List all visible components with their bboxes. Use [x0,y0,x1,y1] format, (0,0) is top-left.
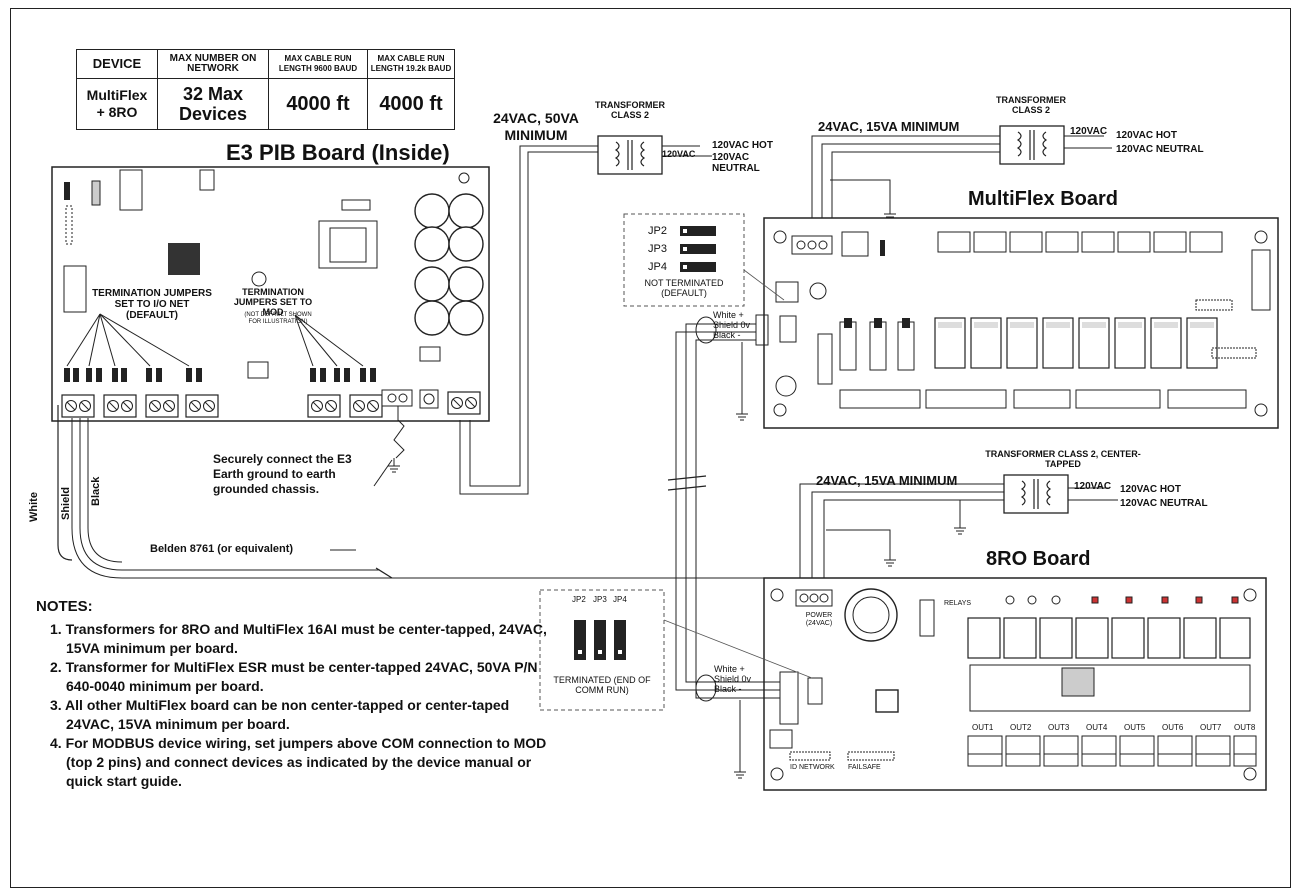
notes-section: NOTES: 1. Transformers for 8RO and Multi… [36,597,556,791]
table-header: DEVICE [76,49,158,79]
e3-pib-board [51,166,490,422]
out1-label: OUT1 [972,723,994,732]
jp2-label: JP2 [648,225,667,237]
table-cell: MultiFlex + 8RO [76,78,158,130]
table-cell: 32 Max Devices [157,78,269,130]
out2-label: OUT2 [1010,723,1032,732]
termination-mod-note: (NOT DEFAULT SHOWN FOR ILLUSTRATION) [244,312,312,325]
transformer1-label: TRANSFORMER CLASS 2 [595,100,665,120]
transformer2-secondary: 24VAC, 15VA MINIMUM [818,119,960,134]
8ro-board [763,577,1267,791]
note-item: 3. All other MultiFlex board can be non … [50,697,510,732]
transformer3-label: TRANSFORMER CLASS 2, CENTER-TAPPED [985,449,1141,469]
jp4-label: JP4 [648,261,667,273]
8ro-relays-label: RELAYS [944,600,972,607]
ro-jp4-label: JP4 [613,595,627,604]
cable-shield-label: Shield [60,486,72,520]
out8-label: OUT8 [1234,723,1256,732]
transformer3-hot: 120VAC HOT [1120,484,1181,495]
earth-ground-note: Securely connect the E3 Earth ground to … [213,452,352,496]
transformer2-primary: 120VAC [1070,126,1108,137]
8ro-title: 8RO Board [986,548,1091,570]
ro-white-label: White + [714,664,745,674]
device-limits-table: DEVICE MAX NUMBER ON NETWORK MAX CABLE R… [76,49,455,130]
termination-io-net-label: TERMINATION JUMPERS SET TO I/O NET (DEFA… [92,288,212,321]
transformer3-neutral: 120VAC NEUTRAL [1120,498,1208,509]
cable-type-label: Belden 8761 (or equivalent) [150,543,294,555]
note-item: 1. Transformers for 8RO and MultiFlex 16… [50,621,547,656]
note-item: 4. For MODBUS device wiring, set jumpers… [50,735,547,789]
ro-jp3-label: JP3 [593,595,607,604]
notes-title: NOTES: [36,598,93,615]
table-header: MAX CABLE RUN LENGTH 9600 BAUD [268,49,368,79]
ro-shield-label: Shield 0v [714,674,752,684]
cable-white-label: White [28,492,40,522]
transformer1-neutral: 120VAC NEUTRAL [712,152,760,174]
8ro-jumper-note: TERMINATED (END OF COMM RUN) [553,675,651,695]
e3-board-title: E3 PIB Board (Inside) [226,140,450,165]
multiflex-jumper-note: NOT TERMINATED (DEFAULT) [644,278,724,298]
8ro-network-label: ID NETWORK [790,764,835,771]
transformer3-primary: 120VAC [1074,481,1112,492]
mf-shield-label: Shield 0v [713,320,751,330]
table-cell: 4000 ft [367,78,455,130]
8ro-failsafe-label: FAILSAFE [848,764,881,771]
table-header: MAX NUMBER ON NETWORK [157,49,269,79]
cable-black-label: Black [90,476,102,506]
out7-label: OUT7 [1200,723,1222,732]
transformer2-neutral: 120VAC NEUTRAL [1116,144,1204,155]
out4-label: OUT4 [1086,723,1108,732]
out6-label: OUT6 [1162,723,1184,732]
transformer1-primary: 120VAC [662,149,696,159]
8ro-power-label: POWER (24VAC) [805,612,833,627]
mf-white-label: White + [713,310,744,320]
out3-label: OUT3 [1048,723,1070,732]
ro-jp2-label: JP2 [572,595,586,604]
ro-black-label: Black - [714,684,742,694]
table-cell: 4000 ft [268,78,368,130]
multiflex-title: MultiFlex Board [968,188,1119,210]
termination-mod-label: TERMINATION JUMPERS SET TO MOD [233,287,313,317]
multiflex-board [763,217,1279,429]
transformer2-hot: 120VAC HOT [1116,130,1177,141]
table-header: MAX CABLE RUN LENGTH 19.2k BAUD [367,49,455,79]
jp3-label: JP3 [648,243,667,255]
transformer2-label: TRANSFORMER CLASS 2 [996,95,1066,115]
transformer1-secondary: 24VAC, 50VA MINIMUM [493,110,579,143]
transformer3-secondary: 24VAC, 15VA MINIMUM [816,473,958,488]
mf-black-label: Black - [713,330,741,340]
transformer1-hot: 120VAC HOT [712,140,773,151]
out5-label: OUT5 [1124,723,1146,732]
note-item: 2. Transformer for MultiFlex ESR must be… [50,659,538,694]
